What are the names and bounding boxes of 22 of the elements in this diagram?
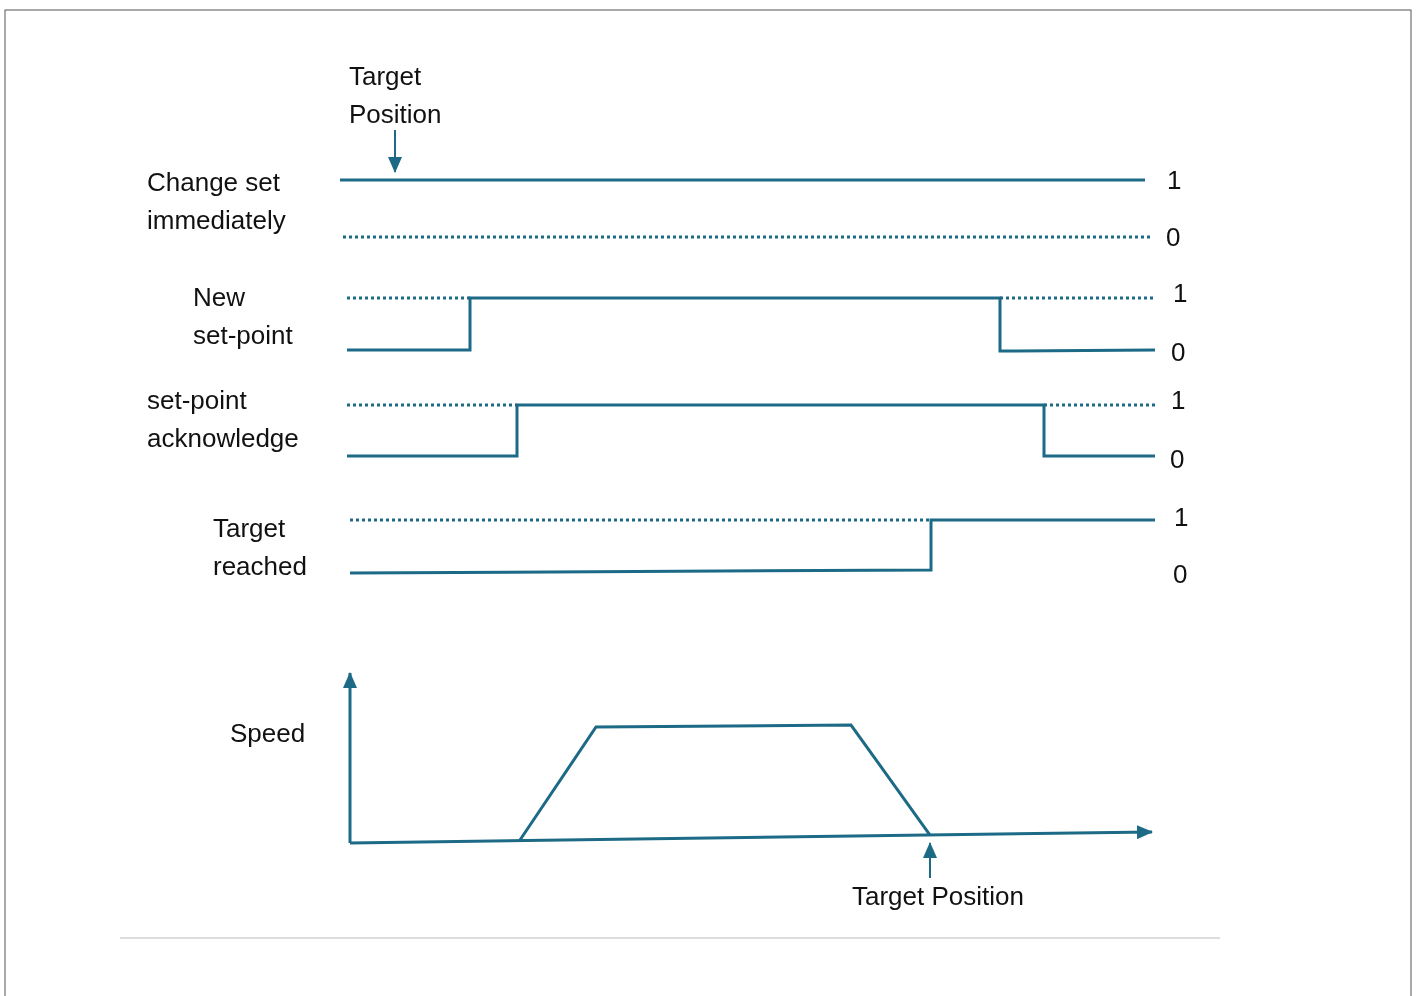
level-label: 0: [1171, 336, 1186, 369]
leader-label: Target Position: [349, 57, 479, 133]
leader-arrow: [388, 129, 402, 173]
level-label: 0: [1173, 558, 1188, 591]
signal-name: Target reached: [213, 512, 308, 583]
level-label: 1: [1167, 164, 1182, 197]
signal-name: set-point acknowledge: [147, 384, 300, 455]
level-label: 1: [1173, 277, 1188, 310]
signal-name: New set-point: [193, 281, 294, 352]
timing-waveform: [347, 296, 1155, 353]
leader-arrow: [923, 842, 937, 879]
speed-graph-drawing: [343, 672, 1153, 845]
signal-name: Change set immediately: [147, 166, 287, 237]
timing-waveform: [350, 518, 1155, 575]
level-label: 0: [1170, 443, 1185, 476]
leader-label: Target Position: [852, 877, 1112, 915]
level-label: 1: [1174, 501, 1189, 534]
level-label: 0: [1166, 221, 1181, 254]
level-label: 1: [1171, 384, 1186, 417]
timing-waveform: [340, 178, 1150, 239]
axis-label: Speed: [230, 717, 306, 750]
timing-waveform: [347, 403, 1155, 458]
